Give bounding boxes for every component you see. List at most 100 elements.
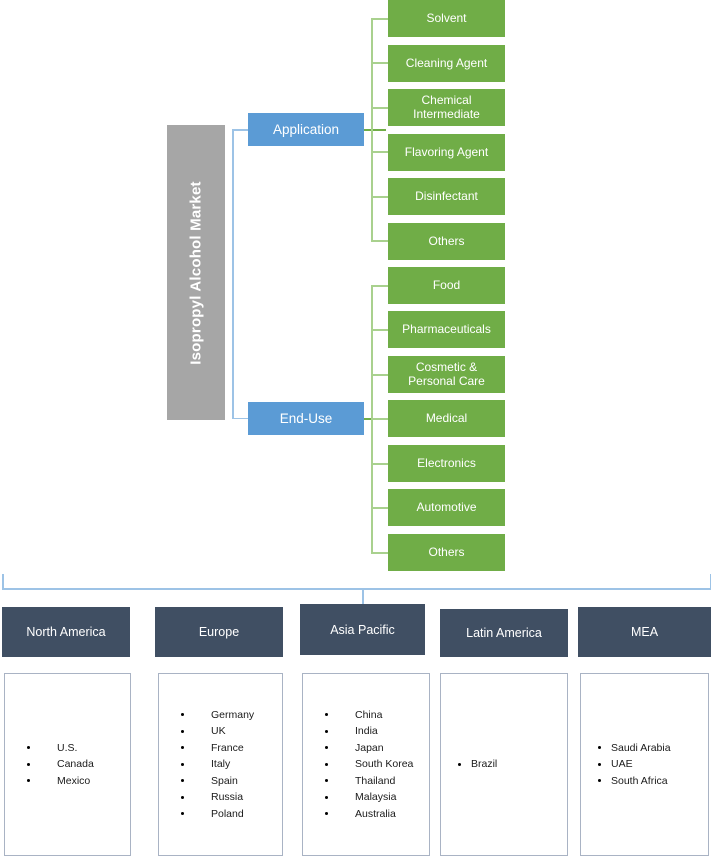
connector-enduse-branch-5	[371, 463, 388, 465]
country-label: Germany	[211, 708, 255, 721]
region-header-north-america[interactable]: North America	[2, 607, 130, 657]
leaf-box-medical[interactable]: Medical	[388, 400, 505, 437]
country-label: Saudi Arabia	[611, 741, 671, 754]
region-country-list-asia-pacific: China India Japan South Korea Thailand M…	[303, 707, 429, 823]
bullet-icon	[27, 762, 31, 766]
list-item: Japan	[303, 740, 429, 757]
country-label: Canada	[57, 758, 94, 771]
list-item: UK	[159, 723, 282, 740]
leaf-label-electronics: Electronics	[417, 455, 476, 470]
region-header-asia-pacific[interactable]: Asia Pacific	[300, 604, 425, 655]
root-node-label: Isopropyl Alcohol Market	[187, 180, 205, 365]
country-label: South Africa	[611, 774, 668, 787]
region-body-asia-pacific: China India Japan South Korea Thailand M…	[302, 673, 430, 856]
bullet-icon	[181, 795, 185, 799]
category-box-application[interactable]: Application	[248, 113, 364, 146]
category-label-end-use: End-Use	[279, 410, 333, 426]
connector-application-branch-3	[371, 107, 388, 109]
connector-application-branch-4	[371, 151, 388, 153]
list-item: France	[159, 740, 282, 757]
leaf-box-food[interactable]: Food	[388, 267, 505, 304]
leaf-box-pharmaceuticals[interactable]: Pharmaceuticals	[388, 311, 505, 348]
list-item: Thailand	[303, 773, 429, 790]
list-item: U.S.	[5, 740, 130, 757]
leaf-box-application-others[interactable]: Others	[388, 223, 505, 260]
leaf-label-automotive: Automotive	[416, 499, 477, 514]
connector-root-stub-enduse	[232, 417, 248, 419]
leaf-box-cosmetic-personal-care[interactable]: Cosmetic & Personal Care	[388, 356, 505, 393]
connector-application-spine	[371, 18, 373, 241]
root-node-isopropyl-alcohol-market: Isopropyl Alcohol Market	[167, 125, 225, 420]
list-item: Poland	[159, 806, 282, 823]
connector-application-branch-1	[371, 18, 388, 20]
leaf-label-medical: Medical	[425, 410, 468, 425]
leaf-box-flavoring-agent[interactable]: Flavoring Agent	[388, 134, 505, 171]
connector-enduse-branch-1	[371, 285, 388, 287]
connector-application-branch-2	[371, 62, 388, 64]
country-label: Australia	[355, 807, 396, 820]
list-item: China	[303, 707, 429, 724]
country-label: Poland	[211, 807, 244, 820]
leaf-label-enduse-others: Others	[428, 544, 465, 559]
region-body-north-america: U.S. Canada Mexico	[4, 673, 131, 856]
category-box-end-use[interactable]: End-Use	[248, 402, 364, 435]
region-country-list-north-america: U.S. Canada Mexico	[5, 740, 130, 790]
country-label: Thailand	[355, 774, 396, 787]
list-item: Malaysia	[303, 789, 429, 806]
connector-application-stub	[364, 128, 386, 131]
list-item: Saudi Arabia	[581, 740, 708, 757]
country-label: Italy	[211, 758, 231, 771]
region-label-north-america: North America	[26, 625, 106, 639]
bullet-icon	[181, 746, 185, 750]
region-label-latin-america: Latin America	[466, 626, 542, 640]
leaf-label-cosmetic-personal-care: Cosmetic & Personal Care	[408, 360, 485, 388]
leaf-box-cleaning-agent[interactable]: Cleaning Agent	[388, 45, 505, 82]
region-body-mea: Saudi Arabia UAE South Africa	[580, 673, 709, 856]
leaf-box-chemical-intermediate[interactable]: Chemical Intermediate	[388, 89, 505, 126]
country-label: UK	[211, 725, 226, 738]
connector-application-branch-6	[371, 240, 388, 242]
leaf-box-automotive[interactable]: Automotive	[388, 489, 505, 526]
bullet-icon	[325, 713, 329, 717]
region-header-mea[interactable]: MEA	[578, 607, 711, 657]
bullet-icon	[598, 779, 602, 783]
list-item: India	[303, 723, 429, 740]
connector-region-bracket-drop-asia-pacific	[362, 588, 364, 607]
leaf-label-cleaning-agent: Cleaning Agent	[405, 55, 488, 70]
bullet-icon	[181, 812, 185, 816]
bullet-icon	[27, 746, 31, 750]
connector-region-bracket-left-riser	[2, 574, 4, 589]
country-label: Mexico	[57, 774, 91, 787]
country-label: Russia	[211, 791, 244, 804]
country-label: Spain	[211, 774, 238, 787]
list-item: Germany	[159, 707, 282, 724]
leaf-label-flavoring-agent: Flavoring Agent	[404, 144, 489, 159]
leaf-box-enduse-others[interactable]: Others	[388, 534, 505, 571]
leaf-label-food: Food	[432, 277, 461, 292]
connector-enduse-branch-7	[371, 552, 388, 554]
bullet-icon	[325, 762, 329, 766]
list-item: UAE	[581, 756, 708, 773]
leaf-box-electronics[interactable]: Electronics	[388, 445, 505, 482]
region-label-asia-pacific: Asia Pacific	[330, 622, 395, 637]
list-item: Italy	[159, 756, 282, 773]
leaf-label-application-others: Others	[428, 233, 465, 248]
region-header-latin-america[interactable]: Latin America	[440, 609, 568, 657]
connector-root-stub-application	[232, 129, 248, 131]
list-item: South Korea	[303, 756, 429, 773]
connector-enduse-branch-6	[371, 507, 388, 509]
list-item: Mexico	[5, 773, 130, 790]
connector-region-bracket-horizontal	[2, 588, 711, 590]
leaf-box-disinfectant[interactable]: Disinfectant	[388, 178, 505, 215]
region-country-list-latin-america: Brazil	[441, 756, 567, 773]
leaf-label-solvent: Solvent	[426, 10, 467, 25]
bullet-icon	[181, 762, 185, 766]
region-header-europe[interactable]: Europe	[155, 607, 283, 657]
leaf-box-solvent[interactable]: Solvent	[388, 0, 505, 37]
category-label-application: Application	[272, 121, 340, 137]
bullet-icon	[181, 713, 185, 717]
country-label: Brazil	[471, 758, 498, 771]
country-label: U.S.	[57, 741, 78, 754]
list-item: Canada	[5, 756, 130, 773]
